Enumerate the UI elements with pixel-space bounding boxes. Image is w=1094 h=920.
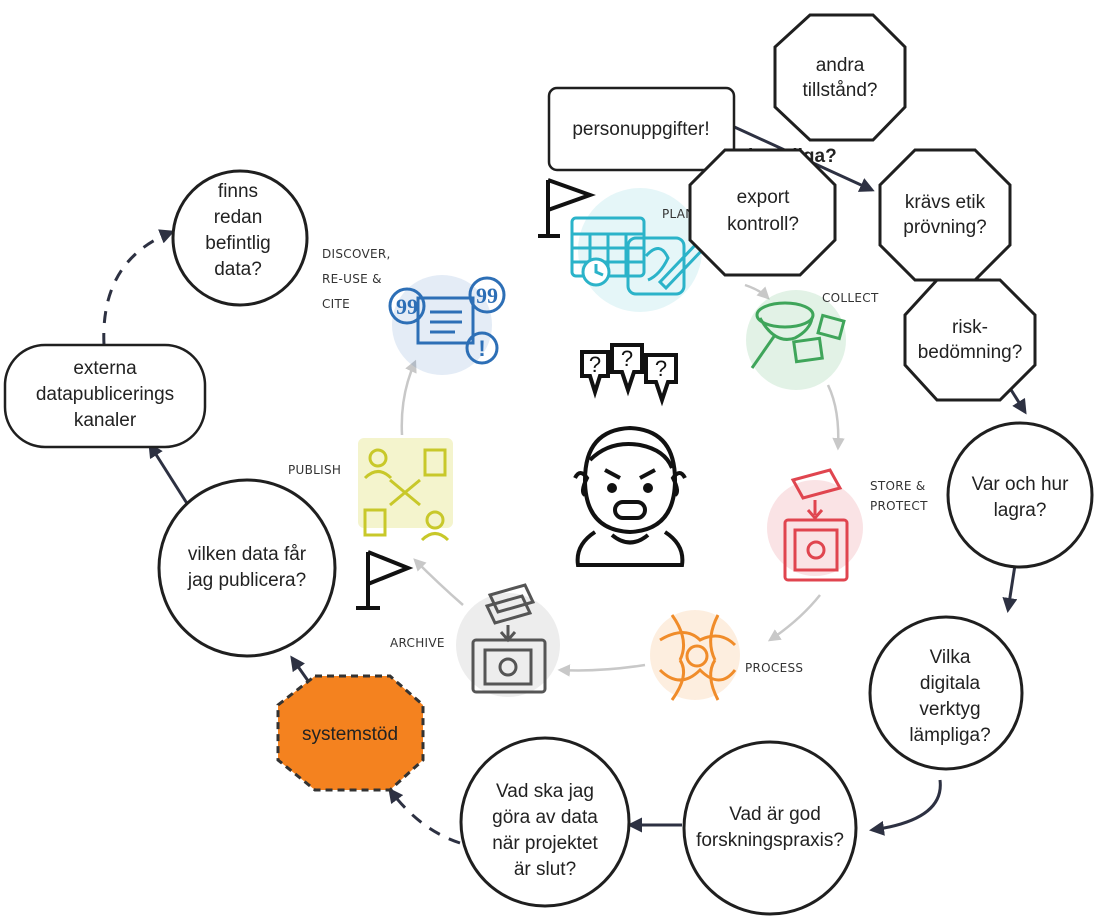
hands-icon (658, 614, 737, 701)
exclamation-icon: ! (478, 336, 485, 361)
publicera-text-line2: jag publicera? (187, 570, 306, 591)
andra-text-line2: tillstånd? (803, 80, 878, 101)
praxis-text-line1: Vad är god (729, 804, 821, 825)
slut-text-line2: göra av data (492, 807, 598, 828)
archive-safe-icon (471, 583, 547, 694)
publish-label: PUBLISH (288, 463, 341, 477)
discover-label-line2: RE-USE & (322, 272, 382, 286)
plan-label: PLAN (662, 207, 695, 221)
export-text-line1: export (737, 187, 791, 208)
finns-text-line2: redan (214, 207, 263, 228)
question-mark-2: ? (621, 346, 633, 371)
process-stage: PROCESS (650, 610, 803, 701)
finns-text-line1: finns (218, 181, 258, 202)
process-label: PROCESS (745, 661, 803, 675)
andra-tillstand-node: andra tillstånd? (773, 13, 907, 142)
etik-provning-node: krävs etik prövning? (878, 148, 1012, 282)
store-label-line1: STORE & (870, 479, 926, 493)
verktyg-text-line4: lämpliga? (909, 725, 990, 746)
publish-halo (358, 438, 453, 528)
process-halo (650, 610, 740, 700)
var-hur-lagra-node: Var och hur lagra? (946, 421, 1094, 569)
systemstod-text: systemstöd (302, 724, 398, 745)
collect-halo (746, 290, 846, 390)
publicera-node: vilken data får jag publicera? (157, 478, 337, 658)
digitala-verktyg-node: Vilka digitala verktyg lämpliga? (868, 615, 1024, 771)
slut-text-line4: är slut? (514, 859, 576, 880)
question-mark-1: ? (589, 352, 601, 377)
risk-text-line1: risk- (952, 317, 988, 338)
export-text-line2: kontroll? (727, 214, 799, 235)
finns-text-line3: befintlig (205, 233, 271, 254)
archive-stage: ARCHIVE (390, 583, 560, 697)
lifecycle-cycle-arrows (400, 283, 845, 677)
archive-label: ARCHIVE (390, 636, 445, 650)
befintlig-data-node: finns redan befintlig data? (171, 169, 309, 307)
net-icon (750, 301, 846, 369)
verktyg-text-line1: Vilka (930, 647, 971, 668)
archive-halo (456, 593, 560, 697)
kanaler-text-line3: kanaler (74, 410, 137, 431)
personuppgifter-node: personuppgifter! (547, 86, 736, 172)
personuppgifter-text: personuppgifter! (572, 119, 709, 140)
store-label-line2: PROTECT (870, 499, 928, 513)
publish-stage: PUBLISH (288, 438, 453, 542)
store-halo (767, 480, 863, 576)
question-mark-3: ? (655, 356, 667, 381)
store-protect-stage: STORE & PROTECT (767, 468, 928, 582)
discover-stage: 99 99 ! DISCOVER, RE-USE & CITE (322, 247, 506, 375)
slut-text-line1: Vad ska jag (496, 781, 594, 802)
andra-text-line1: andra (816, 55, 865, 76)
lagra-text-line2: lagra? (994, 500, 1047, 521)
projektet-slut-node: Vad ska jag göra av data när projektet ä… (459, 736, 631, 908)
flag-icon-plan (538, 178, 596, 238)
collect-stage: COLLECT (746, 290, 879, 390)
quotes-icon (388, 276, 506, 365)
systemstod-node: systemstöd (276, 674, 425, 792)
externa-kanaler-node: externa datapublicerings kanaler (3, 343, 207, 449)
quote-mark-left-icon: 99 (396, 294, 418, 319)
collect-label: COLLECT (822, 291, 879, 305)
etik-text-line2: prövning? (903, 217, 986, 238)
export-kontroll-node: export kontroll? (688, 148, 837, 277)
verktyg-text-line2: digitala (920, 673, 981, 694)
flag-icon-publish (356, 550, 414, 610)
slut-text-line3: när projektet (492, 833, 598, 854)
kanaler-text-line2: datapublicerings (36, 384, 174, 405)
risk-text-line2: bedömning? (918, 342, 1023, 363)
publicera-text-line1: vilken data får (188, 544, 307, 565)
lagra-text-line1: Var och hur (972, 474, 1069, 495)
finns-text-line4: data? (214, 259, 262, 280)
calendar-icon (570, 216, 646, 287)
confused-person-icon: ? ? ? (573, 343, 687, 567)
quote-mark-right-icon: 99 (476, 283, 498, 308)
plan-stage: PLAN (570, 188, 709, 312)
riskbedomning-node: risk- bedömning? (903, 278, 1037, 402)
safe-icon (783, 468, 849, 582)
etik-text-line1: krävs etik (905, 192, 986, 213)
praxis-text-line2: forskningspraxis? (696, 830, 844, 851)
kanaler-text-line1: externa (73, 358, 137, 379)
god-forskningspraxis-node: Vad är god forskningspraxis? (682, 740, 858, 916)
share-icon (363, 448, 450, 542)
discover-label-line3: CITE (322, 297, 350, 311)
verktyg-text-line3: verktyg (919, 699, 980, 720)
discover-label-line1: DISCOVER, (322, 247, 391, 261)
